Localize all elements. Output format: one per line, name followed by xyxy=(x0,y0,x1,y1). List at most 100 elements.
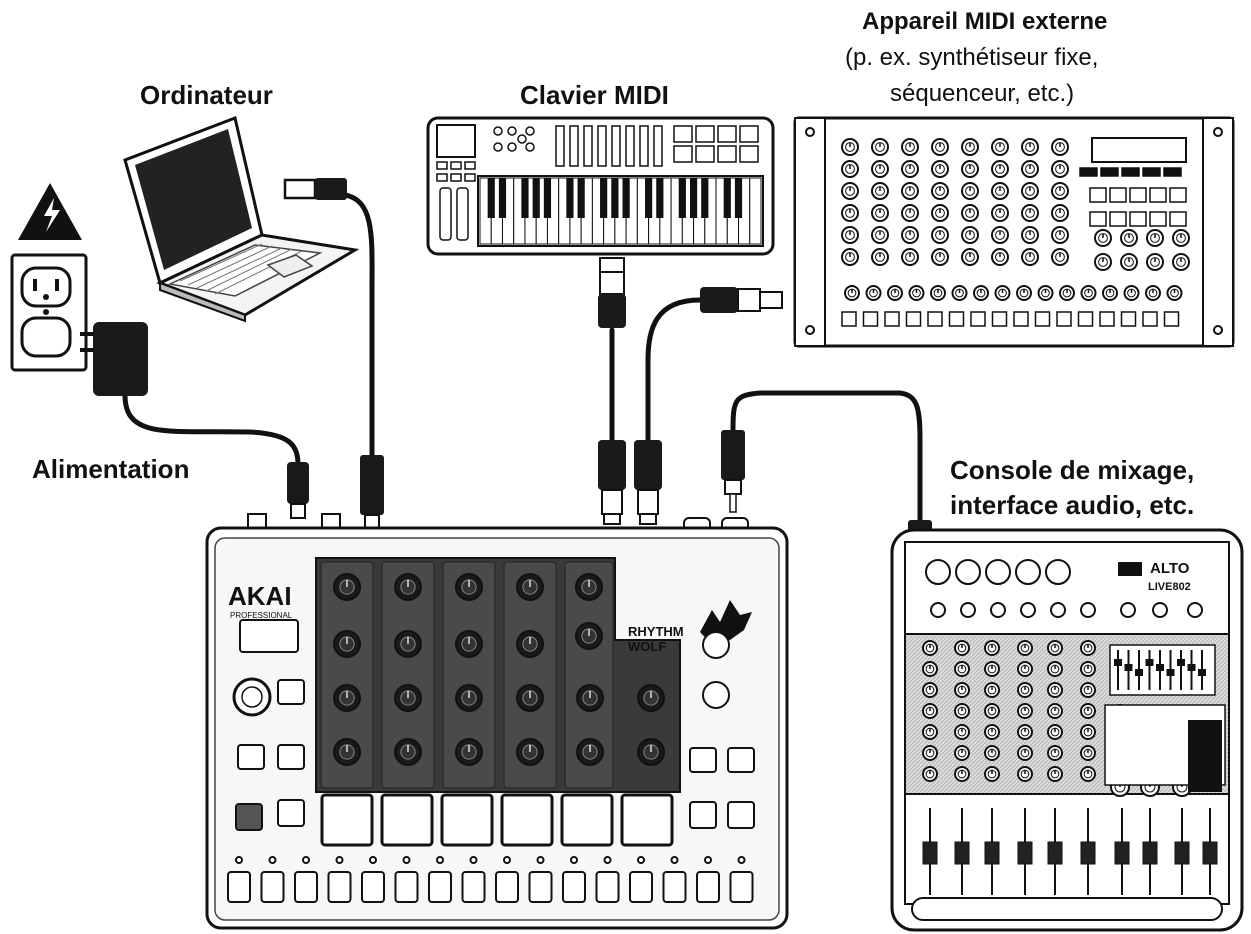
knob-icon xyxy=(991,160,1009,178)
knob-icon xyxy=(1017,745,1033,761)
knob-icon xyxy=(1021,204,1039,222)
knob-icon xyxy=(1120,253,1138,271)
knob-icon xyxy=(1146,229,1164,247)
knob-icon xyxy=(954,766,970,782)
knob-icon xyxy=(1051,160,1069,178)
knob-icon xyxy=(841,204,859,222)
knob-icon xyxy=(1021,182,1039,200)
alto-model: LIVE802 xyxy=(1148,581,1191,593)
knob-icon xyxy=(931,226,949,244)
knob-icon xyxy=(394,630,422,658)
akai-logo: AKAI xyxy=(228,581,292,611)
knob-icon xyxy=(901,204,919,222)
knob-icon xyxy=(1021,226,1039,244)
knob-icon xyxy=(1047,682,1063,698)
knob-icon xyxy=(1017,661,1033,677)
knob-icon xyxy=(1047,703,1063,719)
knob-icon xyxy=(1059,285,1075,301)
knob-icon xyxy=(961,160,979,178)
knob-icon xyxy=(961,182,979,200)
knob-icon xyxy=(516,684,544,712)
knob-icon xyxy=(1017,766,1033,782)
knob-icon xyxy=(455,684,483,712)
knob-icon xyxy=(333,684,361,712)
knob-icon xyxy=(1051,204,1069,222)
knob-icon xyxy=(922,703,938,719)
audio-cable xyxy=(730,390,923,523)
knob-icon xyxy=(991,182,1009,200)
rhythm-wolf-device-icon: AKAI PROFESSIONAL RHYTHM WOLF xyxy=(205,513,789,930)
knob-icon xyxy=(576,684,604,712)
knob-icon xyxy=(871,226,889,244)
knob-icon xyxy=(931,248,949,266)
mixer-device-icon: ALTO LIVE802 xyxy=(890,528,1244,932)
knob-icon xyxy=(1051,226,1069,244)
knob-icon xyxy=(961,138,979,156)
midi-out-cable xyxy=(645,297,703,443)
knob-icon xyxy=(984,661,1000,677)
knob-icon xyxy=(901,248,919,266)
rhythm-logo: RHYTHM xyxy=(628,624,684,639)
knob-icon xyxy=(1094,253,1112,271)
laptop-icon xyxy=(123,115,360,323)
knob-icon xyxy=(455,573,483,601)
knob-icon xyxy=(871,160,889,178)
knob-icon xyxy=(961,248,979,266)
knob-icon xyxy=(954,724,970,740)
knob-icon xyxy=(991,226,1009,244)
knob-icon xyxy=(1080,682,1096,698)
knob-icon xyxy=(1080,661,1096,677)
knob-icon xyxy=(984,766,1000,782)
knob-icon xyxy=(637,684,665,712)
knob-icon xyxy=(1017,724,1033,740)
midi-connector-icon xyxy=(598,257,783,525)
knob-icon xyxy=(991,138,1009,156)
knob-icon xyxy=(576,738,604,766)
knob-icon xyxy=(954,682,970,698)
knob-icon xyxy=(1017,640,1033,656)
knob-icon xyxy=(865,285,882,301)
knob-icon xyxy=(516,738,544,766)
knob-icon xyxy=(1037,285,1054,301)
knob-icon xyxy=(931,138,949,156)
cables xyxy=(122,192,923,523)
knob-icon xyxy=(922,745,938,761)
knob-icon xyxy=(1146,253,1164,271)
knob-icon xyxy=(1172,253,1190,271)
knob-icon xyxy=(1047,724,1063,740)
alto-logo: ALTO xyxy=(1150,560,1190,577)
external-midi-subtitle-2: séquenceur, etc.) xyxy=(890,80,1075,107)
knob-icon xyxy=(1051,248,1069,266)
knob-icon xyxy=(973,285,989,301)
knob-icon xyxy=(961,226,979,244)
knob-icon xyxy=(931,160,949,178)
knob-icon xyxy=(1047,661,1063,677)
knob-icon xyxy=(844,285,860,301)
knob-icon xyxy=(455,738,483,766)
knob-icon xyxy=(984,724,1000,740)
knob-icon xyxy=(575,622,603,650)
knob-icon xyxy=(954,703,970,719)
knob-icon xyxy=(1080,766,1096,782)
knob-icon xyxy=(1080,640,1096,656)
power-adapter-icon xyxy=(80,322,148,396)
knob-icon xyxy=(333,738,361,766)
knob-icon xyxy=(984,640,1000,656)
knob-icon xyxy=(841,160,859,178)
mixer-label-line1: Console de mixage, xyxy=(950,455,1195,485)
knob-icon xyxy=(1047,766,1063,782)
knob-icon xyxy=(1123,285,1140,301)
knob-icon xyxy=(922,724,938,740)
knob-icon xyxy=(516,573,544,601)
akai-subtitle: PROFESSIONAL xyxy=(230,611,293,620)
knob-icon xyxy=(1021,160,1039,178)
knob-icon xyxy=(1021,138,1039,156)
knob-icon xyxy=(984,703,1000,719)
knob-icon xyxy=(901,226,919,244)
knob-icon xyxy=(841,182,859,200)
knob-icon xyxy=(901,138,919,156)
knob-icon xyxy=(908,285,925,301)
knob-icon xyxy=(1094,229,1112,247)
knob-icon xyxy=(994,285,1011,301)
knob-icon xyxy=(922,766,938,782)
